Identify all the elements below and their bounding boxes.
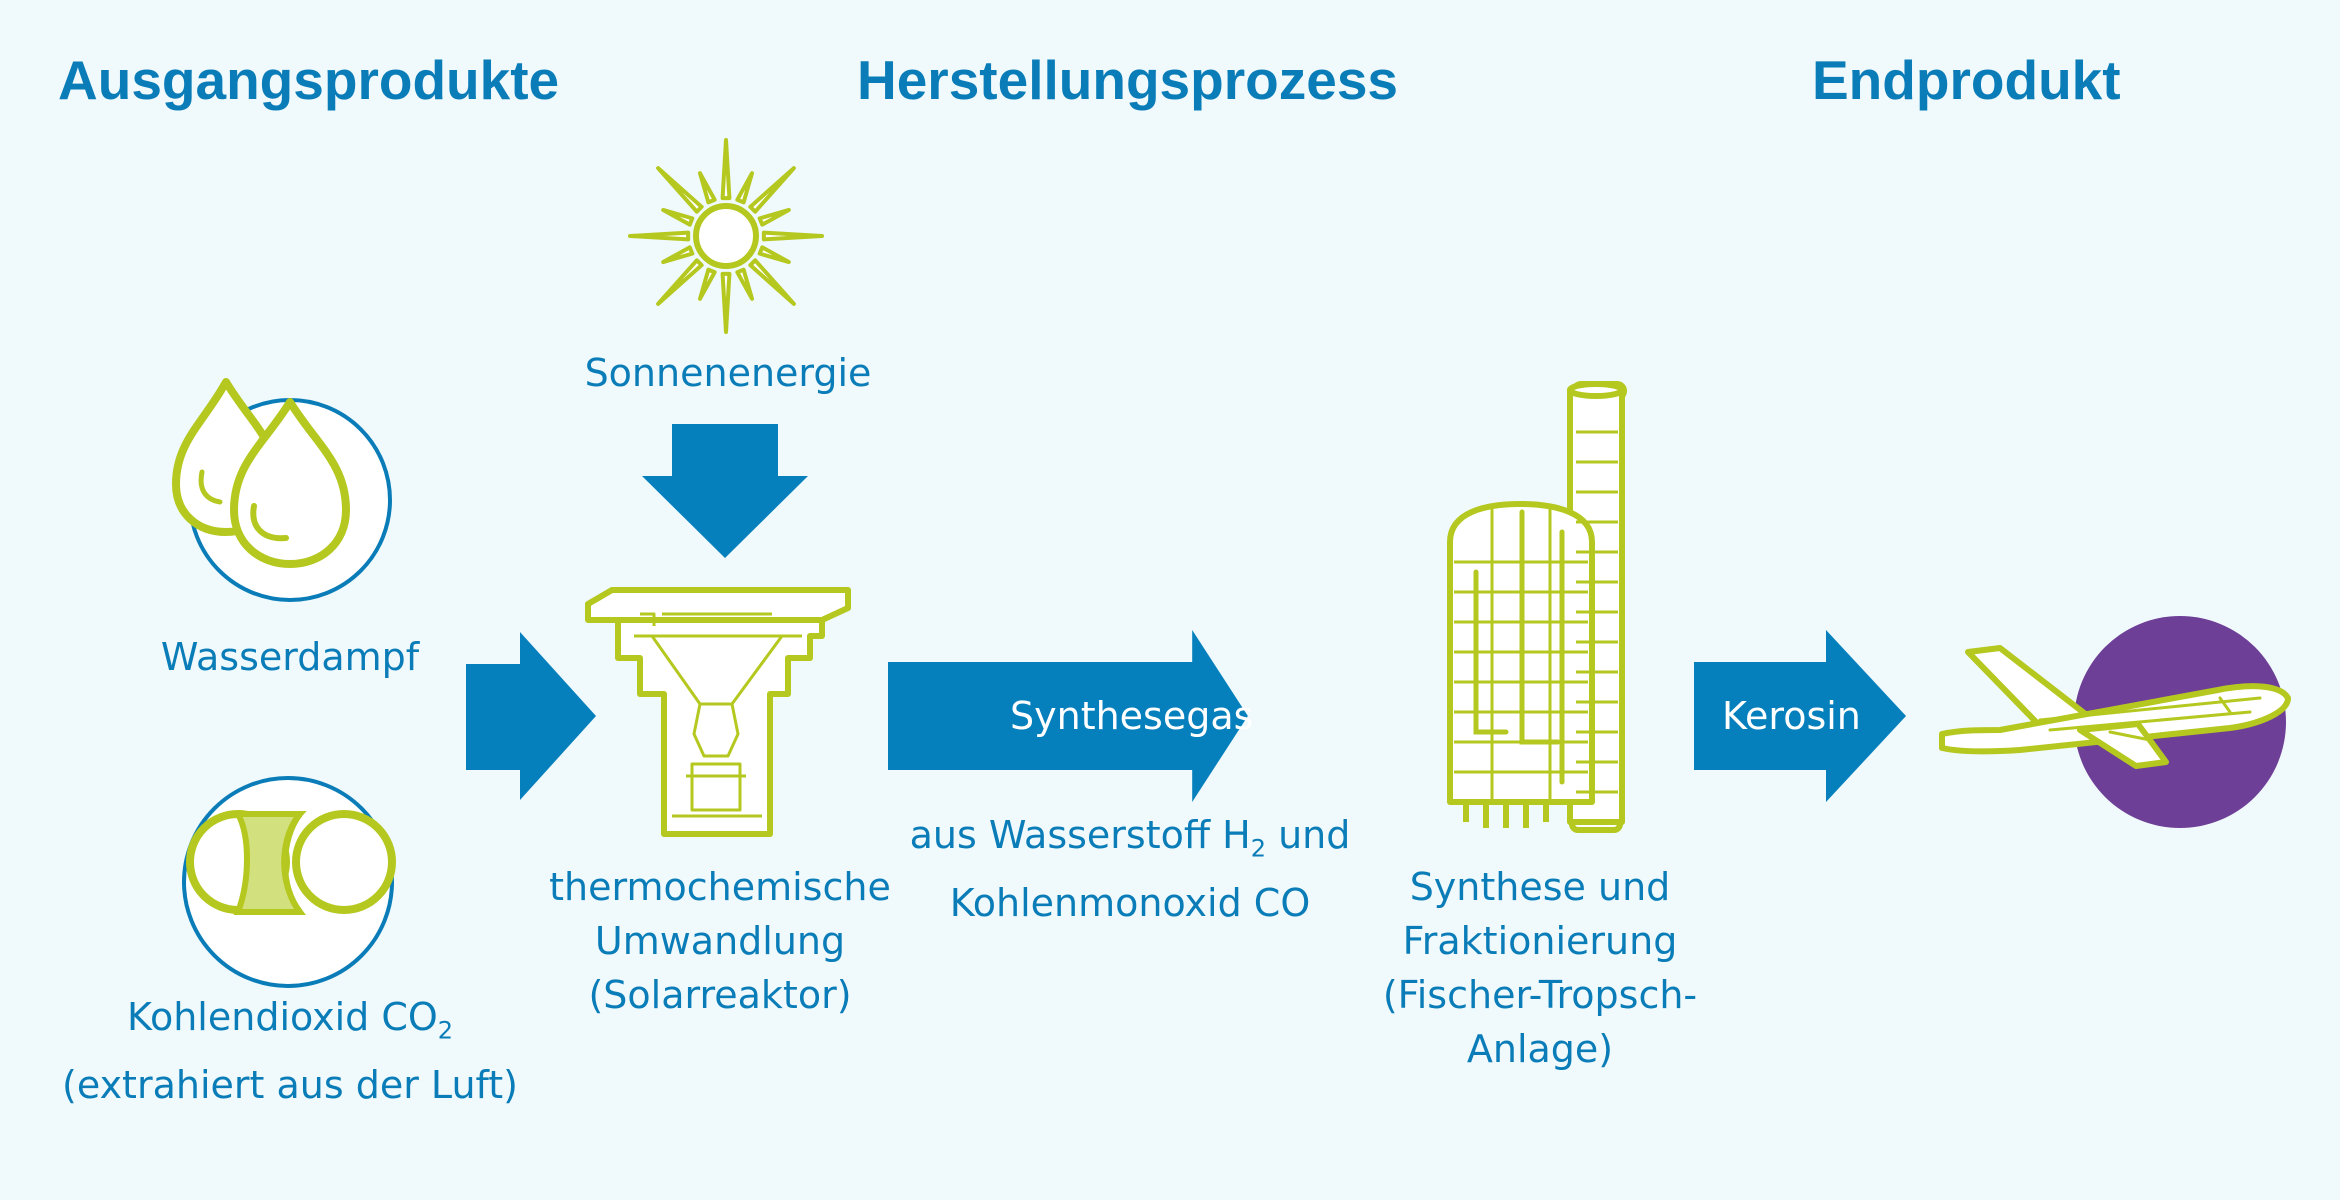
plant-line1: Synthese und [1409, 865, 1671, 909]
sun-ray [697, 267, 717, 301]
sun-ray [748, 166, 796, 214]
label-co2: Kohlendioxid CO2 (extrahiert aus der Luf… [40, 990, 540, 1112]
fischer-tropsch-plant-icon [1447, 381, 1627, 833]
label-syngas-desc: aus Wasserstoff H2 und Kohlenmonoxid CO [880, 808, 1380, 930]
label-reactor: thermochemische Umwandlung (Solarreaktor… [520, 860, 920, 1022]
sun-icon [628, 138, 824, 334]
sun-ray [661, 245, 695, 265]
kerosin-arrow [1694, 630, 1906, 802]
sun-ray [628, 230, 691, 242]
sun-ray [661, 207, 695, 227]
water-drops-icon [172, 378, 392, 602]
heading-output: Endprodukt [1812, 49, 2121, 111]
sun-ray [757, 207, 791, 227]
reactor-line2: Umwandlung [594, 919, 846, 963]
heading-process: Herstellungsprozess [857, 49, 1399, 111]
sun-ray [757, 245, 791, 265]
reactor-line3: (Solarreaktor) [588, 973, 852, 1017]
arrow-to-reactor [466, 632, 596, 800]
heading-inputs: Ausgangsprodukte [58, 49, 560, 111]
plant-line2: Fraktionierung [1402, 919, 1678, 963]
solar-reactor-icon [585, 587, 851, 837]
syngas-desc-sub: 2 [1250, 834, 1266, 863]
sun-ray [761, 230, 824, 242]
sun-ray [697, 171, 717, 205]
kerosin-arrow-label: Kerosin [1722, 694, 1861, 738]
syngas-desc-line2: Kohlenmonoxid CO [949, 880, 1311, 925]
sun-ray [720, 271, 732, 334]
sun-ray [656, 166, 704, 214]
plant-line3: (Fischer-Tropsch-Anlage) [1382, 973, 1698, 1071]
sun-ray [748, 258, 796, 306]
label-plant: Synthese und Fraktionierung (Fischer-Tro… [1320, 860, 1760, 1076]
sun-ray [656, 258, 704, 306]
syngas-arrow-label: Synthesegas [1010, 694, 1254, 738]
syngas-desc-pre: aus Wasserstoff H [909, 813, 1251, 857]
airplane-icon [1939, 616, 2291, 828]
label-sonnenenergie: Sonnenenergie [584, 351, 872, 395]
co2-label-main: Kohlendioxid CO [126, 995, 438, 1039]
sun-ray [720, 138, 732, 201]
co2-molecule-icon [182, 776, 396, 988]
syngas-arrow [888, 630, 1248, 802]
co2-label-line2: (extrahiert aus der Luft) [62, 1062, 518, 1107]
sun-ray [735, 171, 755, 205]
sun-ray [735, 267, 755, 301]
arrow-down-sun [642, 424, 808, 558]
label-wasserdampf: Wasserdampf [160, 635, 420, 679]
co2-label-sub: 2 [437, 1016, 454, 1045]
syngas-desc-post: und [1265, 813, 1351, 857]
reactor-line1: thermochemische [549, 865, 891, 909]
